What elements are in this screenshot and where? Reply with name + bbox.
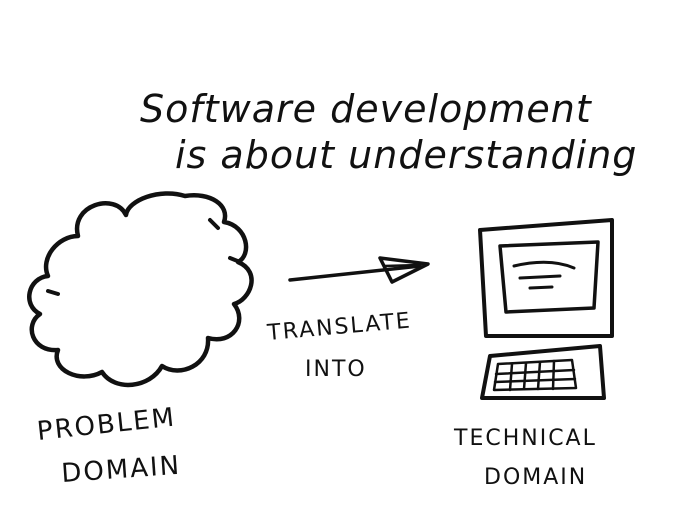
translate-label-line-2: INTO [305, 357, 367, 382]
problem-domain-label-line-1: PROBLEM [36, 403, 178, 447]
cloud-icon [27, 191, 254, 388]
technical-domain-label-line-2: DOMAIN [484, 465, 587, 490]
title-line-1: Software development [140, 87, 593, 131]
problem-domain-label-line-2: DOMAIN [60, 451, 182, 489]
translate-label: TRANSLATE INTO [265, 308, 412, 382]
title-line-2: is about understanding [175, 133, 637, 177]
computer-icon [478, 218, 614, 400]
translate-label-line-1: TRANSLATE [265, 308, 412, 346]
title: Software development is about understand… [140, 87, 637, 177]
problem-domain-label: PROBLEM DOMAIN [36, 403, 182, 489]
arrow-right-icon [288, 256, 430, 284]
technical-domain-label: TECHNICAL DOMAIN [453, 426, 597, 490]
technical-domain-label-line-1: TECHNICAL [453, 426, 597, 451]
